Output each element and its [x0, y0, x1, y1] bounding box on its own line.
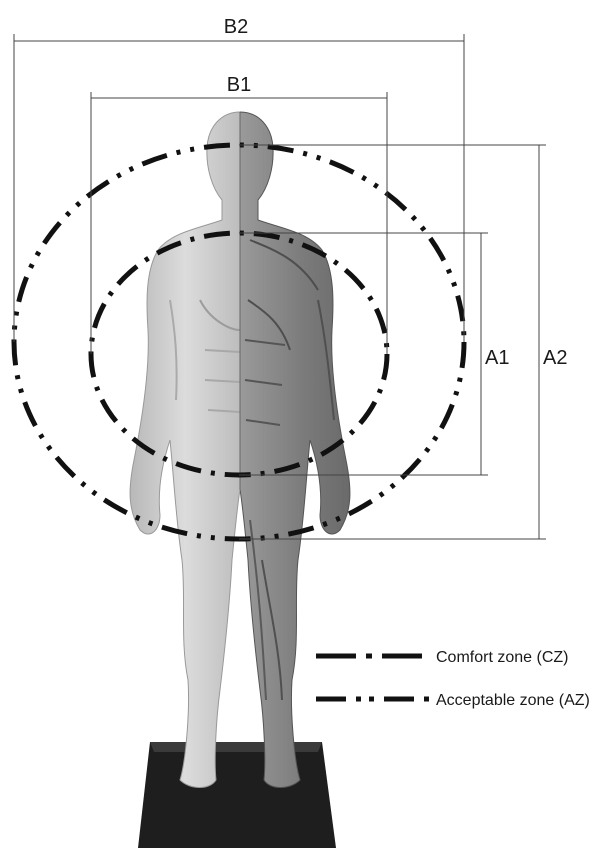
legend-item-comfort: Comfort zone (CZ) [316, 649, 568, 666]
label-b2: B2 [224, 16, 248, 38]
label-b1: B1 [227, 74, 251, 96]
legend-label-acceptable: Acceptable zone (AZ) [436, 692, 590, 709]
anatomical-figure [130, 112, 350, 848]
label-a2: A2 [543, 347, 567, 369]
pedestal [138, 742, 336, 848]
label-a1: A1 [485, 347, 509, 369]
legend: Comfort zone (CZ) Acceptable zone (AZ) [316, 649, 590, 709]
legend-item-acceptable: Acceptable zone (AZ) [316, 692, 590, 709]
legend-label-comfort: Comfort zone (CZ) [436, 649, 568, 666]
